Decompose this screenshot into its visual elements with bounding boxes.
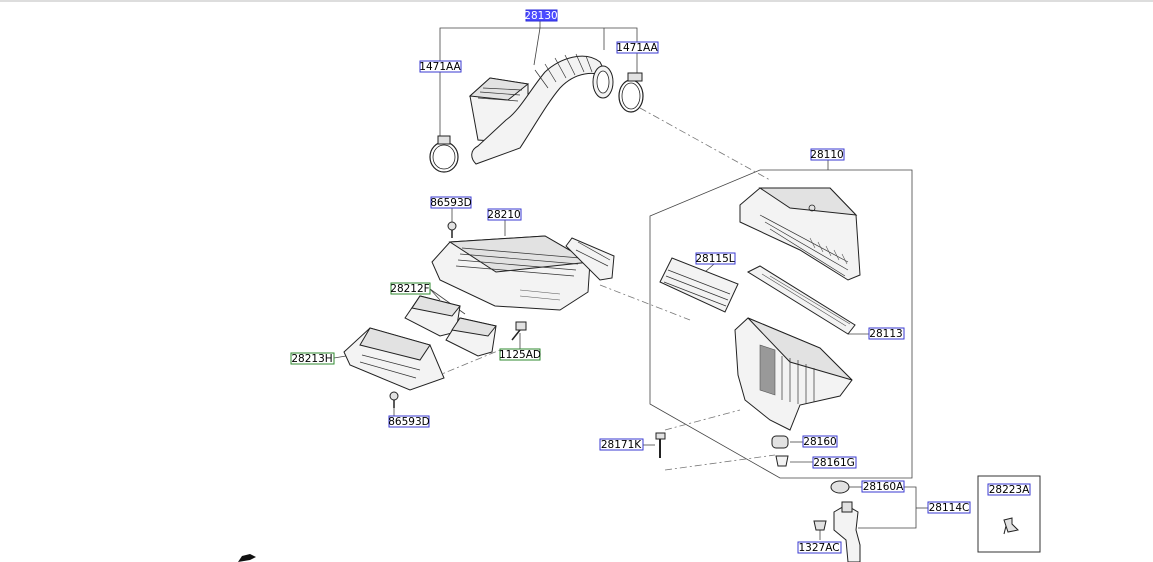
filter-element-part — [659, 257, 739, 313]
stray-mark-icon — [238, 554, 256, 562]
svg-text:28113: 28113 — [869, 328, 902, 340]
svg-text:28160: 28160 — [803, 436, 836, 448]
air-cleaner-upper-part — [739, 187, 861, 281]
bolt-bottom-part — [389, 391, 399, 408]
label-bolt-mid[interactable]: 1125AD — [499, 348, 541, 361]
duct-h-part — [343, 327, 445, 391]
label-clamp-right[interactable]: 1471AA — [616, 41, 659, 54]
svg-text:86593D: 86593D — [430, 197, 472, 209]
label-insulator[interactable]: 28160 — [802, 435, 838, 448]
bolt-left-part — [655, 432, 666, 458]
clamp-left-part — [429, 135, 459, 173]
svg-text:1125AD: 1125AD — [499, 349, 541, 361]
label-bolt-bracket[interactable]: 1327AC — [797, 541, 842, 554]
svg-text:28210: 28210 — [487, 209, 520, 221]
label-filter-element[interactable]: 28115L — [695, 252, 736, 265]
clamp-right-part — [618, 72, 644, 113]
label-inset[interactable]: 28223A — [987, 483, 1031, 496]
label-duct-f[interactable]: 28212F — [390, 282, 431, 295]
bolt-mid-part — [511, 321, 527, 341]
label-clamp-left[interactable]: 1471AA — [419, 60, 462, 73]
label-insulator-a[interactable]: 28160A — [861, 480, 905, 493]
label-bolt-left[interactable]: 28171K — [599, 438, 644, 451]
label-bolt-bottom[interactable]: 86593D — [388, 415, 430, 428]
svg-text:28213H: 28213H — [291, 353, 332, 365]
label-bracket[interactable]: 28114C — [927, 501, 971, 514]
svg-text:86593D: 86593D — [388, 416, 430, 428]
svg-text:28223A: 28223A — [989, 484, 1030, 496]
label-bolt-top[interactable]: 86593D — [430, 196, 472, 209]
svg-text:28115L: 28115L — [695, 253, 734, 265]
leader-lines — [333, 16, 928, 540]
bracket-part — [813, 480, 861, 562]
svg-text:28212F: 28212F — [390, 283, 429, 295]
label-cover-upper[interactable]: 28113 — [868, 327, 905, 340]
label-grommet[interactable]: 28161G — [812, 456, 857, 469]
duct-f-part — [404, 295, 497, 357]
svg-text:1327AC: 1327AC — [798, 542, 839, 554]
svg-text:28114C: 28114C — [929, 502, 970, 514]
alignment-lines — [419, 107, 776, 471]
label-hose-assembly[interactable]: 28130 — [524, 9, 558, 22]
air-cleaner-lower-part — [734, 317, 853, 467]
svg-text:28161G: 28161G — [813, 457, 855, 469]
gasket-part — [746, 265, 856, 335]
label-duct-h[interactable]: 28213H — [290, 352, 335, 365]
label-cover[interactable]: 28210 — [487, 208, 522, 221]
cover-part — [431, 235, 615, 311]
svg-text:28130: 28130 — [524, 10, 557, 22]
bolt-top-part — [447, 221, 457, 238]
svg-text:1471AA: 1471AA — [419, 61, 461, 73]
svg-text:28160A: 28160A — [863, 481, 904, 493]
hose-assembly-part — [468, 53, 614, 165]
label-air-cleaner-assy[interactable]: 28110 — [810, 148, 845, 161]
svg-text:1471AA: 1471AA — [616, 42, 658, 54]
svg-text:28171K: 28171K — [601, 439, 642, 451]
svg-text:28110: 28110 — [810, 149, 843, 161]
